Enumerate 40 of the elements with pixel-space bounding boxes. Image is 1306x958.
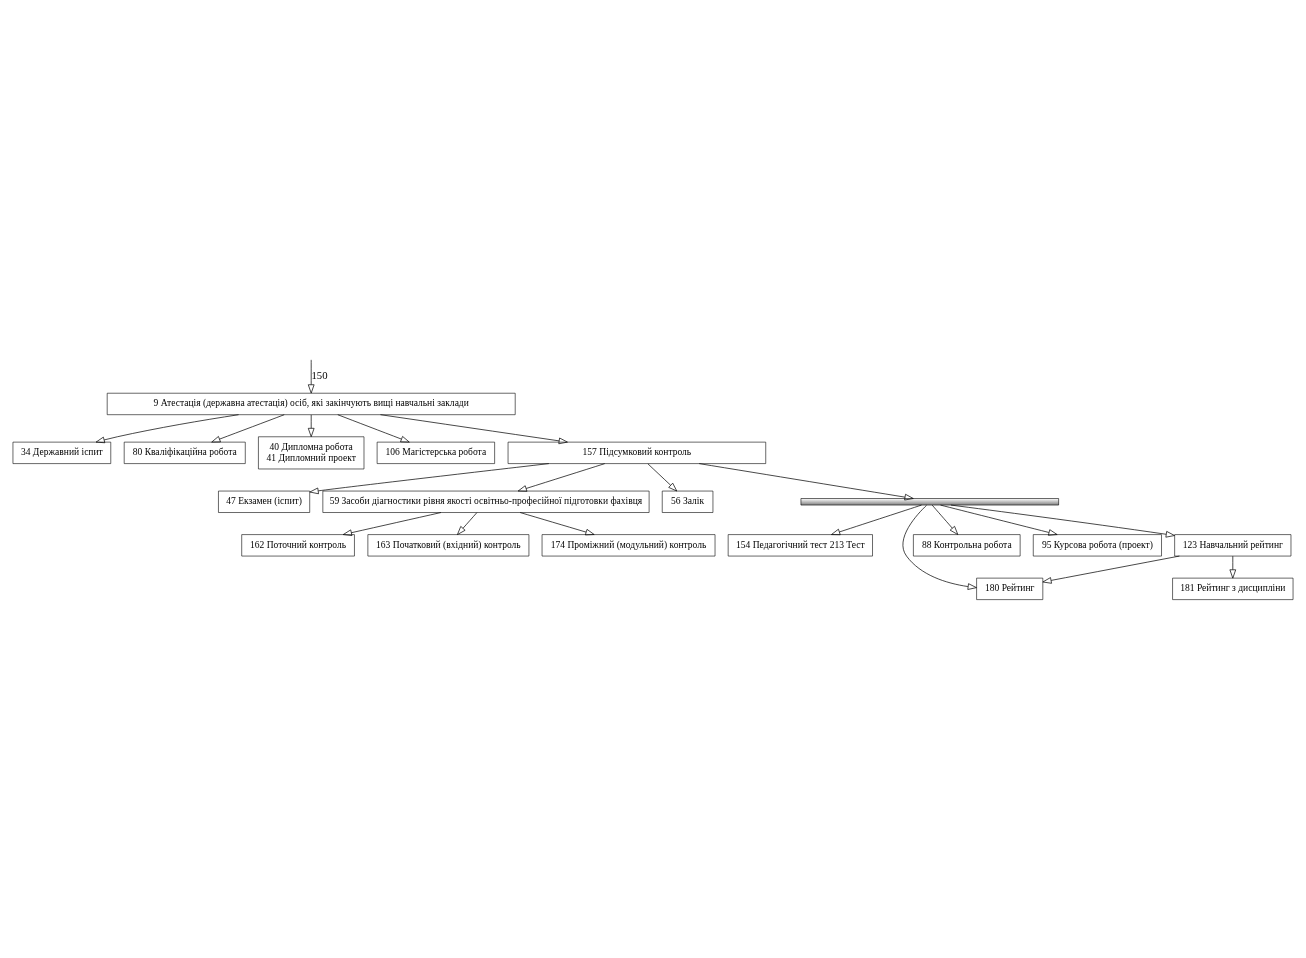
node-box: 154 Педагогічний тест 213 Тест — [727, 533, 873, 556]
node-box: 80 Кваліфікаційна робота — [123, 441, 246, 464]
arrow — [211, 413, 285, 442]
arrow — [307, 359, 315, 393]
node-box: 123 Навчальний рейтинг — [1174, 533, 1292, 556]
arrow — [698, 462, 914, 500]
arrow — [931, 504, 959, 535]
arrow — [940, 504, 1058, 536]
arrow — [307, 414, 315, 437]
node-box: 34 Державний іспит — [12, 441, 112, 464]
arrow — [647, 462, 678, 491]
arrow — [1229, 555, 1237, 578]
arrow — [309, 462, 550, 494]
arrow — [517, 462, 606, 492]
node-box: 9 Атестація (державна атестація) осіб, які закінчують вищі навчальні заклади — [106, 392, 516, 415]
node-box: 95 Курсова робота (проект) — [1033, 533, 1162, 556]
arrow — [380, 413, 568, 444]
node-box: 59 Засоби діагностики рівня якості освітньо-професійної підготовки фахівця — [322, 490, 650, 513]
node-box: 40 Дипломна робота 41 Дипломний проект — [258, 435, 365, 469]
arrow — [95, 413, 239, 443]
node-box: 47 Екзамен (іспит) — [218, 490, 310, 513]
arrow — [457, 511, 478, 535]
arrow — [342, 511, 442, 536]
arrow — [950, 504, 1175, 538]
node-box: 162 Поточний контроль — [241, 533, 355, 556]
arrow — [1042, 555, 1180, 584]
node-box: 56 Залік — [661, 490, 714, 513]
node-box: 181 Рейтинг з дисципліни — [1172, 577, 1294, 600]
node-box: 88 Контрольна робота — [913, 533, 1021, 556]
node-box: 174 Проміжний (модульний) контроль — [541, 533, 716, 556]
edge-label: 150 — [311, 368, 328, 381]
node-bar — [800, 497, 1059, 505]
arrow — [337, 413, 410, 442]
node-box: 106 Магістерська робота — [376, 441, 495, 464]
node-box: 180 Рейтинг — [976, 577, 1044, 600]
node-box: 163 Початковий (вхідний) контроль — [367, 533, 530, 556]
arrow — [519, 511, 595, 535]
arrow — [831, 504, 922, 535]
node-box: 157 Підсумковий контроль — [507, 441, 767, 464]
arrow — [902, 504, 977, 590]
